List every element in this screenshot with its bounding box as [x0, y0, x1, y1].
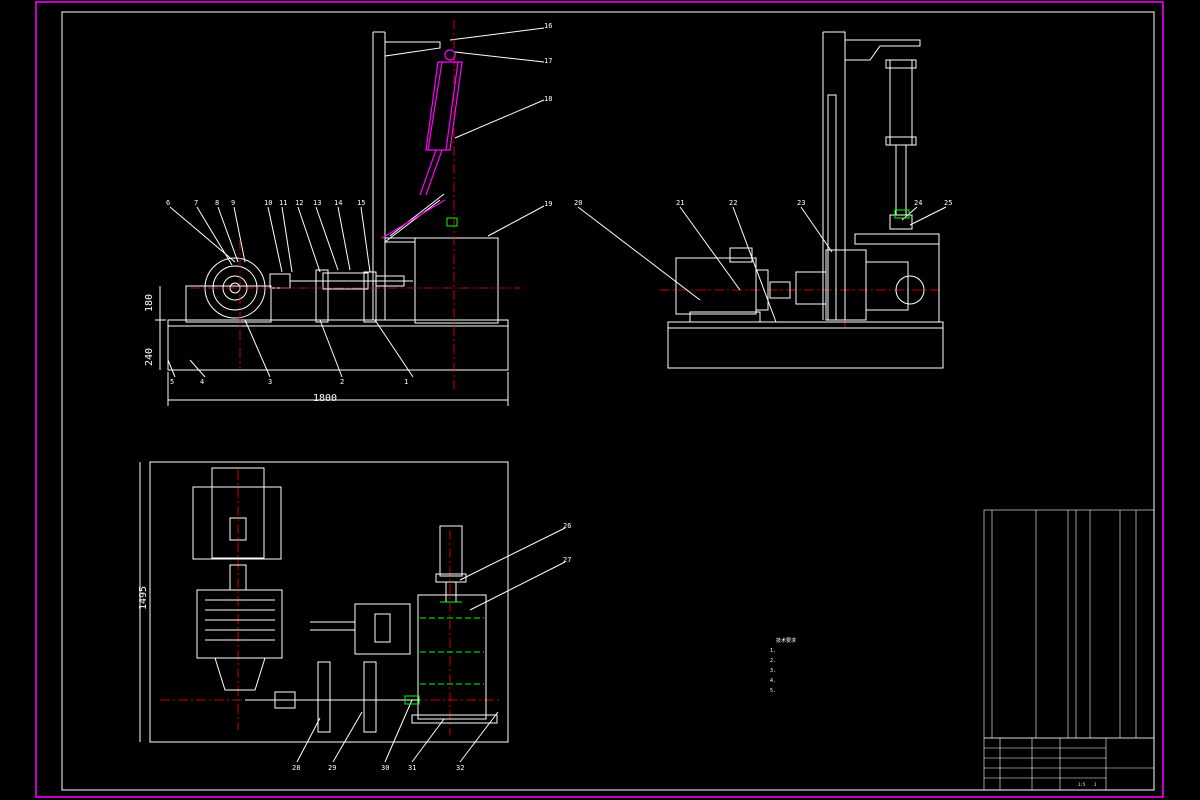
front-view [155, 27, 545, 406]
balloon-label-12: 12 [295, 199, 303, 207]
balloon-label-15: 15 [357, 199, 365, 207]
side-motor [675, 257, 757, 315]
svg-text:4.: 4. [770, 678, 776, 684]
balloon-label-25: 25 [944, 199, 952, 207]
balloon-label-21: 21 [676, 199, 684, 207]
balloon-label-8: 8 [215, 199, 219, 207]
plan-green-markers [404, 209, 910, 705]
svg-text:技术要求: 技术要求 [776, 637, 796, 644]
balloon-label-3: 3 [268, 378, 272, 386]
balloon-label-16: 16 [544, 22, 552, 30]
side-cylinder [889, 59, 913, 146]
plan-fixture [354, 603, 411, 655]
gearbox-housing [185, 285, 272, 323]
title-block-scale: 1:5 [1078, 782, 1086, 787]
loading-box [414, 237, 499, 324]
balloon-label-19: 19 [544, 200, 552, 208]
svg-text:3.: 3. [770, 668, 776, 674]
balloon-label-30: 30 [381, 764, 389, 772]
side-base-plate [667, 321, 944, 329]
svg-text:1.: 1. [770, 648, 776, 654]
balloon-label-32: 32 [456, 764, 464, 772]
plan-green-lines [420, 617, 484, 685]
balloon-label-23: 23 [797, 199, 805, 207]
title-block-sheet: 1 [1094, 782, 1097, 787]
balloon-label-26: 26 [563, 522, 571, 530]
balloon-label-13: 13 [313, 199, 321, 207]
hydraulic-cylinder-front [381, 49, 463, 239]
dim-plan-depth: 1495 [138, 586, 149, 610]
side-base-frame [667, 327, 944, 369]
plan-base-outline [149, 461, 509, 743]
side-view-labels: 20 21 22 23 24 25 [574, 199, 952, 207]
balloon-label-29: 29 [328, 764, 336, 772]
balloon-label-7: 7 [194, 199, 198, 207]
bearing-seat-2 [363, 271, 377, 323]
plan-motor [192, 486, 282, 560]
bom-table [983, 509, 1155, 791]
bearing-seat-1 [315, 269, 329, 323]
side-top-arm [844, 39, 921, 61]
balloon-label-18: 18 [544, 95, 552, 103]
balloon-label-27: 27 [563, 556, 571, 564]
dim-base-height: 240 [144, 348, 155, 366]
plan-box [417, 594, 487, 720]
balloon-label-28: 28 [292, 764, 300, 772]
balloon-label-9: 9 [231, 199, 235, 207]
balloon-label-17: 17 [544, 57, 552, 65]
front-base-frame [167, 325, 509, 371]
sheet-inner-frame [61, 11, 1155, 791]
balloon-label-24: 24 [914, 199, 922, 207]
side-gearbox [825, 249, 867, 321]
svg-text:2.: 2. [770, 658, 776, 664]
balloon-label-20: 20 [574, 199, 582, 207]
balloon-label-31: 31 [408, 764, 416, 772]
plan-view-labels: 26 27 28 29 30 31 32 [292, 522, 571, 772]
plan-cylinder [439, 525, 463, 577]
tech-notes: 技术要求 1. 2. 3. 4. 5. [770, 637, 796, 694]
dim-shaft-height: 180 [144, 294, 155, 312]
balloon-label-1: 1 [404, 378, 408, 386]
balloon-label-14: 14 [334, 199, 342, 207]
sheet-outer-border [35, 1, 1164, 798]
side-view [577, 31, 947, 369]
top-arm [384, 41, 441, 57]
balloon-label-10: 10 [264, 199, 272, 207]
balloon-label-6: 6 [166, 199, 170, 207]
dim-overall-length: 1800 [313, 393, 337, 404]
balloon-label-4: 4 [200, 378, 204, 386]
balloon-label-5: 5 [170, 378, 174, 386]
balloon-label-22: 22 [729, 199, 737, 207]
svg-text:5.: 5. [770, 688, 776, 694]
balloon-label-2: 2 [340, 378, 344, 386]
plan-view [139, 461, 566, 763]
balloon-label-11: 11 [279, 199, 287, 207]
